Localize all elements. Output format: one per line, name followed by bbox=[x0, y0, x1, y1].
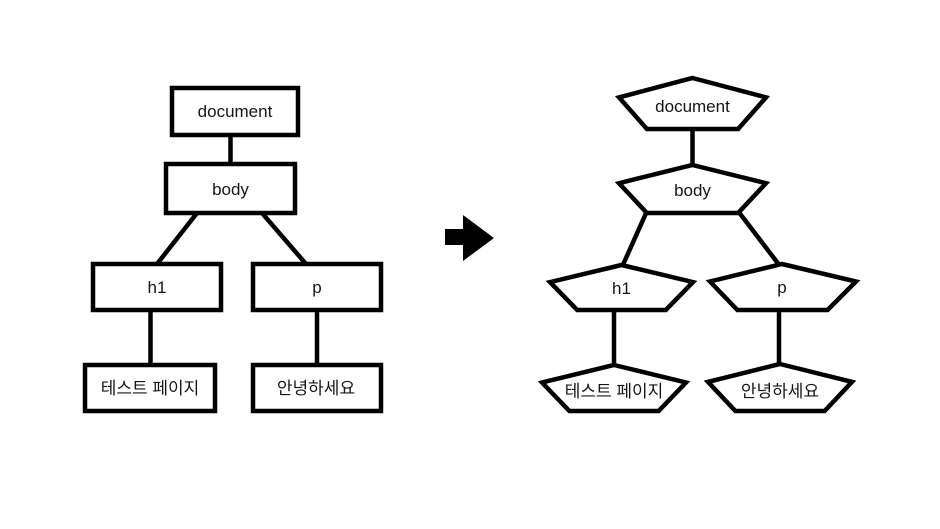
right-node-p-label: p bbox=[777, 278, 786, 297]
left-node-document-shape bbox=[169, 85, 301, 138]
transform-arrow-icon bbox=[445, 215, 494, 261]
left-node-p-label: p bbox=[312, 278, 321, 297]
right-node-p-shape bbox=[705, 261, 861, 313]
right-edge-body-p bbox=[736, 209, 782, 268]
right-node-body-shape bbox=[614, 162, 771, 216]
left-node-document-label: document bbox=[198, 102, 273, 121]
left-edge-body-p bbox=[260, 211, 308, 266]
left-node-h1-text-label: 테스트 페이지 bbox=[101, 379, 200, 398]
right-edge-body-h1 bbox=[619, 210, 650, 268]
right-node-p-text-label: 안녕하세요 bbox=[741, 382, 819, 401]
left-node-h1-shape bbox=[90, 261, 224, 313]
right-node-h1-shape bbox=[545, 262, 698, 313]
left-node-h1-label: h1 bbox=[148, 278, 167, 297]
right-node-h1-label: h1 bbox=[612, 279, 631, 298]
left-node-p-shape bbox=[250, 261, 384, 313]
right-node-document-shape bbox=[614, 75, 771, 132]
right-node-h1-text-shape bbox=[537, 362, 691, 414]
right-node-h1-text-label: 테스트 페이지 bbox=[565, 382, 664, 401]
left-node-p-text-label: 안녕하세요 bbox=[277, 379, 355, 398]
left-node-body-shape bbox=[163, 161, 298, 216]
right-node-body-label: body bbox=[674, 181, 711, 200]
right-tree: document body h1 p 테스트 페이지 안녕하세요 bbox=[537, 75, 861, 414]
right-node-p-text-shape bbox=[703, 361, 857, 414]
left-edge-body-h1 bbox=[155, 211, 199, 266]
left-node-h1-text-shape bbox=[82, 362, 218, 414]
left-node-p-text-shape bbox=[250, 362, 384, 414]
left-node-body-label: body bbox=[212, 180, 249, 199]
left-tree: document body h1 p 테스트 페이지 안녕하세요 bbox=[82, 85, 384, 414]
right-node-document-label: document bbox=[655, 97, 730, 116]
